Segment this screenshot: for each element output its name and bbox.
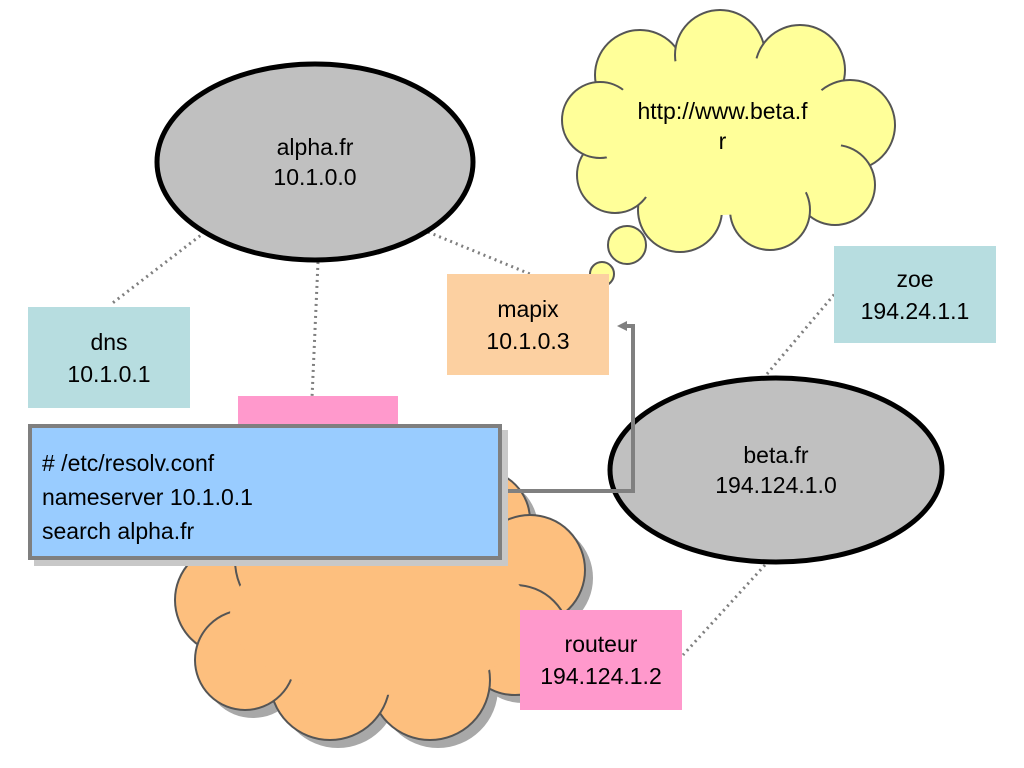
link-alpha-cloud	[310, 261, 320, 399]
link-alpha-mapix	[427, 230, 531, 276]
zoe-host-address: 194.24.1.1	[860, 297, 970, 324]
thought-dot-large	[607, 225, 647, 265]
thought-bubble-text: http://www.beta.f r	[620, 96, 825, 156]
thought-cloud	[561, 9, 896, 299]
dns-host: dns 10.1.0.1	[28, 307, 190, 408]
routeur-host-address: 194.124.1.2	[540, 663, 662, 689]
dns-host-name: dns	[90, 328, 128, 355]
mapix-host: mapix 10.1.0.3	[447, 274, 609, 375]
dns-host-rect	[28, 307, 190, 408]
resolv-conf-line1: # /etc/resolv.conf	[42, 450, 215, 476]
zoe-host-name: zoe	[896, 265, 934, 292]
zoe-host: zoe 194.24.1.1	[834, 246, 996, 343]
link-alpha-dns	[109, 230, 206, 307]
dotted-links	[109, 230, 840, 657]
beta-network-ellipse	[607, 375, 945, 565]
resolv-conf-line3: search alpha.fr	[42, 518, 195, 544]
thought-bubble-line1: http://www.beta.f	[637, 98, 808, 124]
zoe-host-rect	[834, 246, 996, 343]
beta-network-name: beta.fr	[743, 442, 809, 468]
routeur-host-name: routeur	[564, 631, 638, 657]
alpha-network-address: 10.1.0.0	[273, 164, 357, 190]
resolv-conf-box: # /etc/resolv.conf nameserver 10.1.0.1 s…	[28, 424, 502, 560]
alpha-network-ellipse	[154, 61, 476, 263]
routeur-host: routeur 194.124.1.2	[520, 610, 682, 710]
link-beta-zoe	[765, 289, 840, 375]
link-beta-routeur	[681, 563, 767, 657]
alpha-network-label: alpha.fr 10.1.0.0	[235, 132, 395, 192]
mapix-host-name: mapix	[497, 295, 559, 322]
config-to-mapix-arrow	[502, 321, 635, 493]
routeur-host-rect	[520, 610, 682, 710]
mapix-host-address: 10.1.0.3	[486, 327, 570, 354]
alpha-network-name: alpha.fr	[276, 134, 354, 160]
dns-host-address: 10.1.0.1	[67, 360, 151, 387]
beta-network-address: 194.124.1.0	[715, 472, 837, 498]
thought-bubble-line2: r	[718, 128, 727, 154]
beta-network-label: beta.fr 194.124.1.0	[676, 440, 876, 500]
mapix-host-rect	[447, 274, 609, 375]
resolv-conf-line2: nameserver 10.1.0.1	[42, 484, 253, 510]
